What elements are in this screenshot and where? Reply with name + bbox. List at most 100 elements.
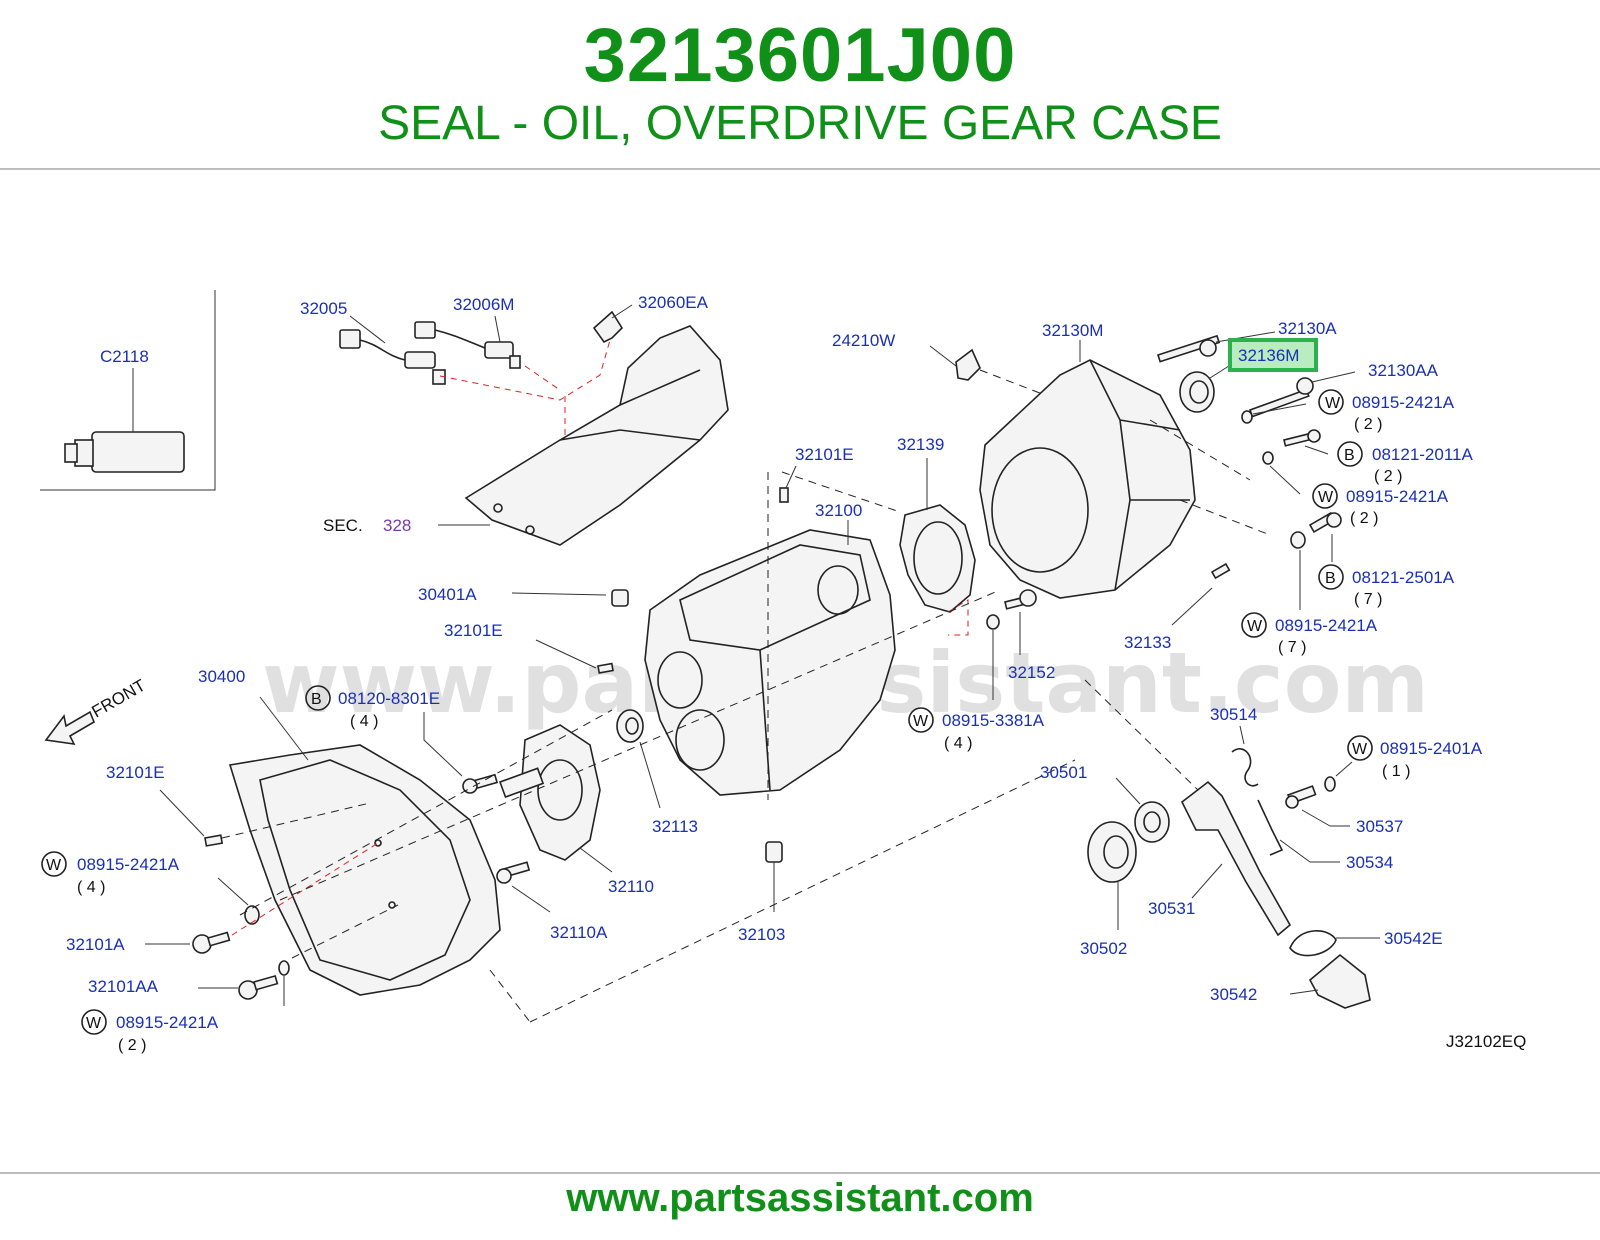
prefix-w: W xyxy=(1247,618,1263,635)
washer-08915-2421a-left2: W 08915-2421A ( 2 ) xyxy=(81,960,290,1054)
footer-divider xyxy=(0,1172,1600,1174)
withdrawal-lever-30531: 30531 xyxy=(1148,780,1292,937)
diagram-code: J32102EQ xyxy=(1446,1032,1526,1051)
prefix-b: B xyxy=(1344,447,1355,464)
label-08120-8301e[interactable]: 08120-8301E xyxy=(338,689,440,708)
washer-08915-3381a: W 08915-3381A ( 4 ) xyxy=(908,614,1045,752)
bolt-32130a: 32130A xyxy=(1156,319,1337,363)
label-30542e[interactable]: 30542E xyxy=(1384,929,1443,948)
label-08915-2421a[interactable]: 08915-2421A xyxy=(116,1013,219,1032)
label-32110[interactable]: 32110 xyxy=(608,877,654,896)
label-08915-2421a[interactable]: 08915-2421A xyxy=(1346,487,1449,506)
label-32101e-top[interactable]: 32101E xyxy=(795,445,854,464)
clip-32060ea: 32060EA xyxy=(592,293,709,344)
qty: ( 7 ) xyxy=(1354,591,1382,608)
label-30401a[interactable]: 30401A xyxy=(418,585,477,604)
label-30514[interactable]: 30514 xyxy=(1210,705,1257,724)
sleeve-30501: 30501 xyxy=(1040,763,1170,843)
label-32136m[interactable]: 32136M xyxy=(1238,346,1299,365)
bolt-08121-2011a: B 08121-2011A ( 2 ) xyxy=(1283,429,1473,485)
label-32130aa[interactable]: 32130AA xyxy=(1368,361,1439,380)
label-08121-2501a[interactable]: 08121-2501A xyxy=(1352,568,1455,587)
prefix-b: B xyxy=(311,691,322,708)
label-32101e-left[interactable]: 32101E xyxy=(106,763,165,782)
label-08915-2421a[interactable]: 08915-2421A xyxy=(1352,393,1455,412)
label-c2118[interactable]: C2118 xyxy=(100,347,149,366)
label-30542[interactable]: 30542 xyxy=(1210,985,1257,1004)
sensor-32005: 32005 xyxy=(300,299,446,385)
bolt-08121-2501a: B 08121-2501A ( 7 ) xyxy=(1308,511,1455,608)
transmission-section-328: SEC. 328 xyxy=(323,325,729,546)
label-08915-2421a[interactable]: 08915-2421A xyxy=(1275,616,1378,635)
front-cover-32110: 32110 xyxy=(498,724,654,896)
label-32005[interactable]: 32005 xyxy=(300,299,347,318)
label-32101e-mid[interactable]: 32101E xyxy=(444,621,503,640)
prefix-w: W xyxy=(86,1015,102,1032)
label-30531[interactable]: 30531 xyxy=(1148,899,1195,918)
label-32103[interactable]: 32103 xyxy=(738,925,785,944)
footer-website-link[interactable]: www.partsassistant.com xyxy=(566,1176,1034,1220)
label-32060ea[interactable]: 32060EA xyxy=(638,293,709,312)
washer-08915-2421a-3: W 08915-2421A ( 7 ) xyxy=(1241,531,1378,656)
inset-c2118: C2118 xyxy=(40,290,216,491)
pivot-30537: 30537 xyxy=(1285,785,1403,836)
qty: ( 2 ) xyxy=(1350,510,1378,527)
qty: ( 7 ) xyxy=(1278,639,1306,656)
overdrive-gear-case-32130m: 32130M xyxy=(979,321,1196,599)
washer-08915-2421a-2: W 08915-2421A ( 2 ) xyxy=(1262,451,1449,527)
transmission-case-32100: 32100 xyxy=(644,501,896,796)
front-arrow-icon xyxy=(44,710,95,746)
bearing-32113: 32113 xyxy=(616,709,698,836)
label-08915-2421a[interactable]: 08915-2421A xyxy=(77,855,180,874)
label-30537[interactable]: 30537 xyxy=(1356,817,1403,836)
label-08915-3381a[interactable]: 08915-3381A xyxy=(942,711,1045,730)
part-description: SEAL - OIL, OVERDRIVE GEAR CASE xyxy=(378,97,1222,150)
dowel-32101e-top: 32101E xyxy=(779,445,854,503)
dust-boot-30542: 30542 xyxy=(1210,953,1371,1009)
bolt-32101a: 32101A xyxy=(66,931,231,954)
bolt-32110a: 32110A xyxy=(496,861,608,942)
spring-30534: 30534 xyxy=(1257,799,1393,872)
label-32139[interactable]: 32139 xyxy=(897,435,944,454)
label-32006m[interactable]: 32006M xyxy=(453,295,514,314)
bushing-30401a: 30401A xyxy=(418,585,629,607)
label-24210w[interactable]: 24210W xyxy=(832,331,895,350)
label-32101a[interactable]: 32101A xyxy=(66,935,125,954)
grease-tube xyxy=(64,431,185,473)
qty: ( 2 ) xyxy=(1354,416,1382,433)
label-32101aa[interactable]: 32101AA xyxy=(88,977,159,996)
label-32100[interactable]: 32100 xyxy=(815,501,862,520)
label-08121-2011a[interactable]: 08121-2011A xyxy=(1372,445,1473,464)
label-32130a[interactable]: 32130A xyxy=(1278,319,1337,338)
dowel-32101e-left: 32101E xyxy=(106,763,224,847)
label-32113[interactable]: 32113 xyxy=(652,817,698,836)
part-number-title: 3213601J00 xyxy=(583,13,1017,98)
prefix-b: B xyxy=(1325,570,1336,587)
qty: ( 4 ) xyxy=(944,735,972,752)
qty: ( 1 ) xyxy=(1382,763,1410,780)
clip-30514: 30514 xyxy=(1210,705,1259,787)
gasket-32139: 32139 xyxy=(897,435,976,613)
clip-24210w: 24210W xyxy=(832,331,981,381)
front-direction: FRONT xyxy=(44,676,149,746)
label-32152[interactable]: 32152 xyxy=(1008,663,1055,682)
washer-08915-2401a: W 08915-2401A ( 1 ) xyxy=(1324,735,1483,792)
qty: ( 4 ) xyxy=(77,879,105,896)
prefix-w: W xyxy=(913,713,929,730)
label-32110a[interactable]: 32110A xyxy=(550,923,608,942)
label-08915-2401a[interactable]: 08915-2401A xyxy=(1380,739,1483,758)
prefix-w: W xyxy=(1352,741,1368,758)
qty: ( 4 ) xyxy=(350,713,378,730)
dowel-32101e-mid: 32101E xyxy=(444,621,614,674)
washer-08915-2421a-left1: W 08915-2421A ( 4 ) xyxy=(41,851,260,925)
sensor-32006m: 32006M xyxy=(414,295,521,369)
clutch-housing-30400: 30400 xyxy=(198,667,501,996)
label-32133[interactable]: 32133 xyxy=(1124,633,1171,652)
label-30534[interactable]: 30534 xyxy=(1346,853,1393,872)
label-30400[interactable]: 30400 xyxy=(198,667,245,686)
label-sec-328[interactable]: 328 xyxy=(383,516,411,535)
label-32130m[interactable]: 32130M xyxy=(1042,321,1103,340)
label-30501[interactable]: 30501 xyxy=(1040,763,1087,782)
label-30502[interactable]: 30502 xyxy=(1080,939,1127,958)
